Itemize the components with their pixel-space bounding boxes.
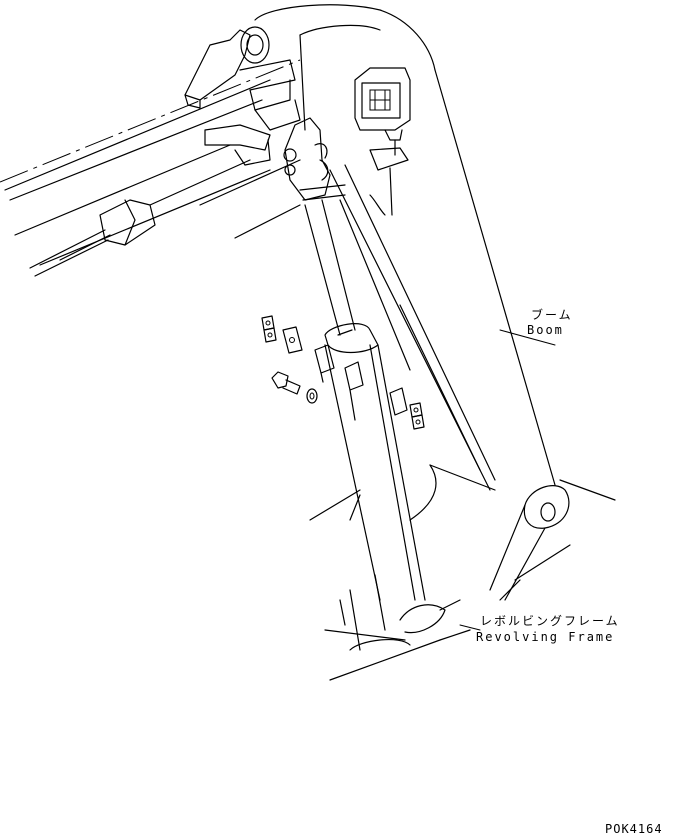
arm-assembly — [0, 59, 301, 277]
boom-structure — [329, 69, 616, 601]
boom-cylinder — [304, 199, 426, 601]
revolving-frame-label-en: Revolving Frame — [476, 630, 615, 644]
upper-linkage — [184, 26, 301, 166]
mounting-parts — [261, 315, 425, 430]
leader-lines — [459, 329, 556, 631]
part-code: POK4164 — [605, 822, 663, 836]
revolving-frame-label-jp: レボルビングフレーム — [480, 614, 620, 628]
boom-cylinder-head — [283, 117, 346, 201]
revolving-frame — [309, 489, 521, 681]
boom-label-jp: ブーム — [531, 308, 573, 322]
boom-top-housing — [254, 4, 436, 131]
boom-label-en: Boom — [527, 323, 564, 337]
work-lamp — [354, 67, 411, 216]
